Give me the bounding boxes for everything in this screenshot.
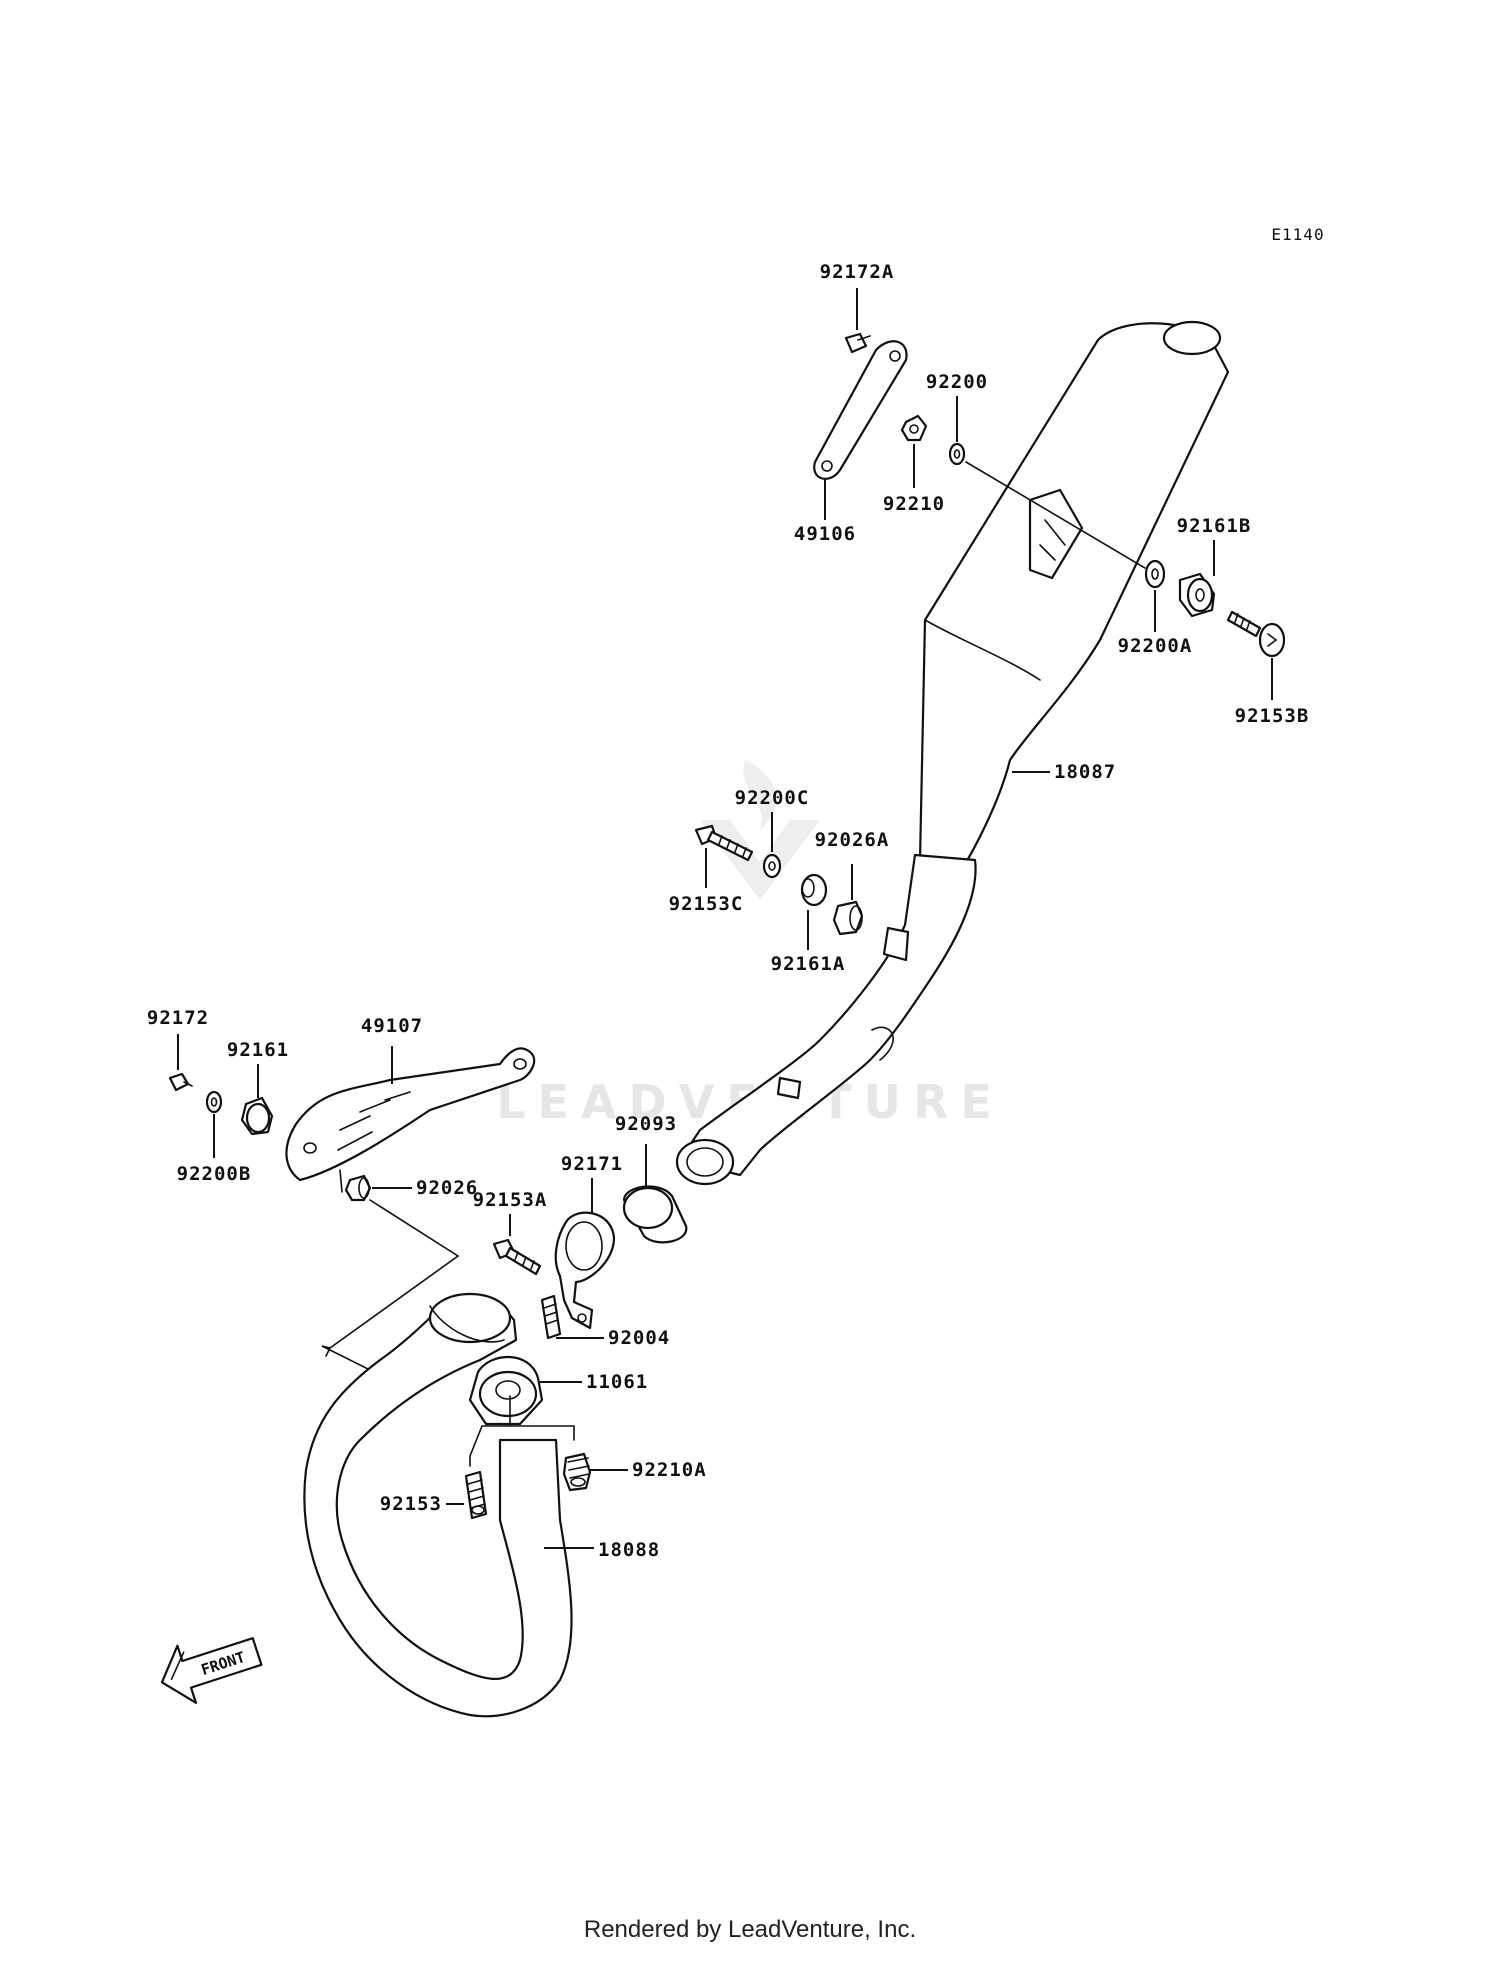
- label-92200B[interactable]: 92200B: [177, 1163, 252, 1185]
- label-92026[interactable]: 92026: [416, 1177, 478, 1199]
- part-18087-pipe[interactable]: [675, 853, 977, 1186]
- label-92026A[interactable]: 92026A: [815, 829, 890, 851]
- part-92200A-washer[interactable]: [1144, 559, 1166, 589]
- part-11061-flange[interactable]: [468, 1355, 544, 1426]
- center-line-muffler-mount: [965, 461, 1146, 569]
- part-92026-collar[interactable]: [344, 1174, 372, 1202]
- part-92172-bolt[interactable]: [168, 1072, 193, 1092]
- label-92200[interactable]: 92200: [926, 371, 988, 393]
- label-92153A[interactable]: 92153A: [473, 1189, 548, 1211]
- part-92200C-washer[interactable]: [762, 853, 782, 879]
- label-92004[interactable]: 92004: [608, 1327, 670, 1349]
- flange-alignment-lines: [469, 1395, 575, 1467]
- part-92161-damper[interactable]: [240, 1096, 274, 1136]
- label-92172[interactable]: 92172: [147, 1007, 209, 1029]
- label-92210A[interactable]: 92210A: [632, 1459, 707, 1481]
- label-92093[interactable]: 92093: [615, 1113, 677, 1135]
- part-92161B-damper[interactable]: [1178, 572, 1216, 618]
- part-92172A-bolt[interactable]: [844, 332, 871, 354]
- part-92161A-damper[interactable]: [800, 873, 828, 907]
- part-49106-bracket[interactable]: [813, 340, 908, 480]
- label-11061[interactable]: 11061: [586, 1371, 648, 1393]
- part-92093-gasket[interactable]: [622, 1185, 688, 1244]
- front-direction-arrow: FRONT: [160, 1637, 263, 1704]
- part-92210-nut[interactable]: [900, 414, 928, 442]
- label-92171[interactable]: 92171: [561, 1153, 623, 1175]
- part-92210A-nut[interactable]: [562, 1452, 592, 1492]
- label-49106[interactable]: 49106: [794, 523, 856, 545]
- label-92153C[interactable]: 92153C: [669, 893, 744, 915]
- part-92153-stud[interactable]: [464, 1470, 488, 1520]
- part-18088-header-pipe[interactable]: [303, 1292, 573, 1718]
- part-92026A-collar[interactable]: [832, 900, 864, 936]
- label-18088[interactable]: 18088: [598, 1539, 660, 1561]
- part-92153A-bolt[interactable]: [492, 1238, 542, 1276]
- part-92153C-bolt[interactable]: [694, 824, 754, 862]
- label-92153[interactable]: 92153: [380, 1493, 442, 1515]
- label-92200A[interactable]: 92200A: [1118, 635, 1193, 657]
- part-92153B-bolt[interactable]: [1226, 610, 1286, 658]
- label-49107[interactable]: 49107: [361, 1015, 423, 1037]
- label-18087[interactable]: 18087: [1054, 761, 1116, 783]
- part-92200-washer[interactable]: [948, 442, 966, 466]
- mount-alignment-lines: [321, 1169, 460, 1381]
- part-92004-stud[interactable]: [540, 1294, 562, 1340]
- part-18087-muffler[interactable]: [913, 320, 1230, 902]
- label-92210[interactable]: 92210: [883, 493, 945, 515]
- part-92200B-washer[interactable]: [205, 1090, 223, 1114]
- footer-credit: Rendered by LeadVenture, Inc.: [583, 1916, 917, 1943]
- diagram-code: E1140: [1271, 225, 1324, 244]
- label-92153B[interactable]: 92153B: [1235, 705, 1310, 727]
- part-49107-bracket[interactable]: [285, 1047, 536, 1182]
- label-92161B[interactable]: 92161B: [1177, 515, 1252, 537]
- label-92172A[interactable]: 92172A: [820, 261, 895, 283]
- label-92200C[interactable]: 92200C: [735, 787, 810, 809]
- part-92171-clamp[interactable]: [554, 1211, 616, 1330]
- label-92161[interactable]: 92161: [227, 1039, 289, 1061]
- label-92161A[interactable]: 92161A: [771, 953, 846, 975]
